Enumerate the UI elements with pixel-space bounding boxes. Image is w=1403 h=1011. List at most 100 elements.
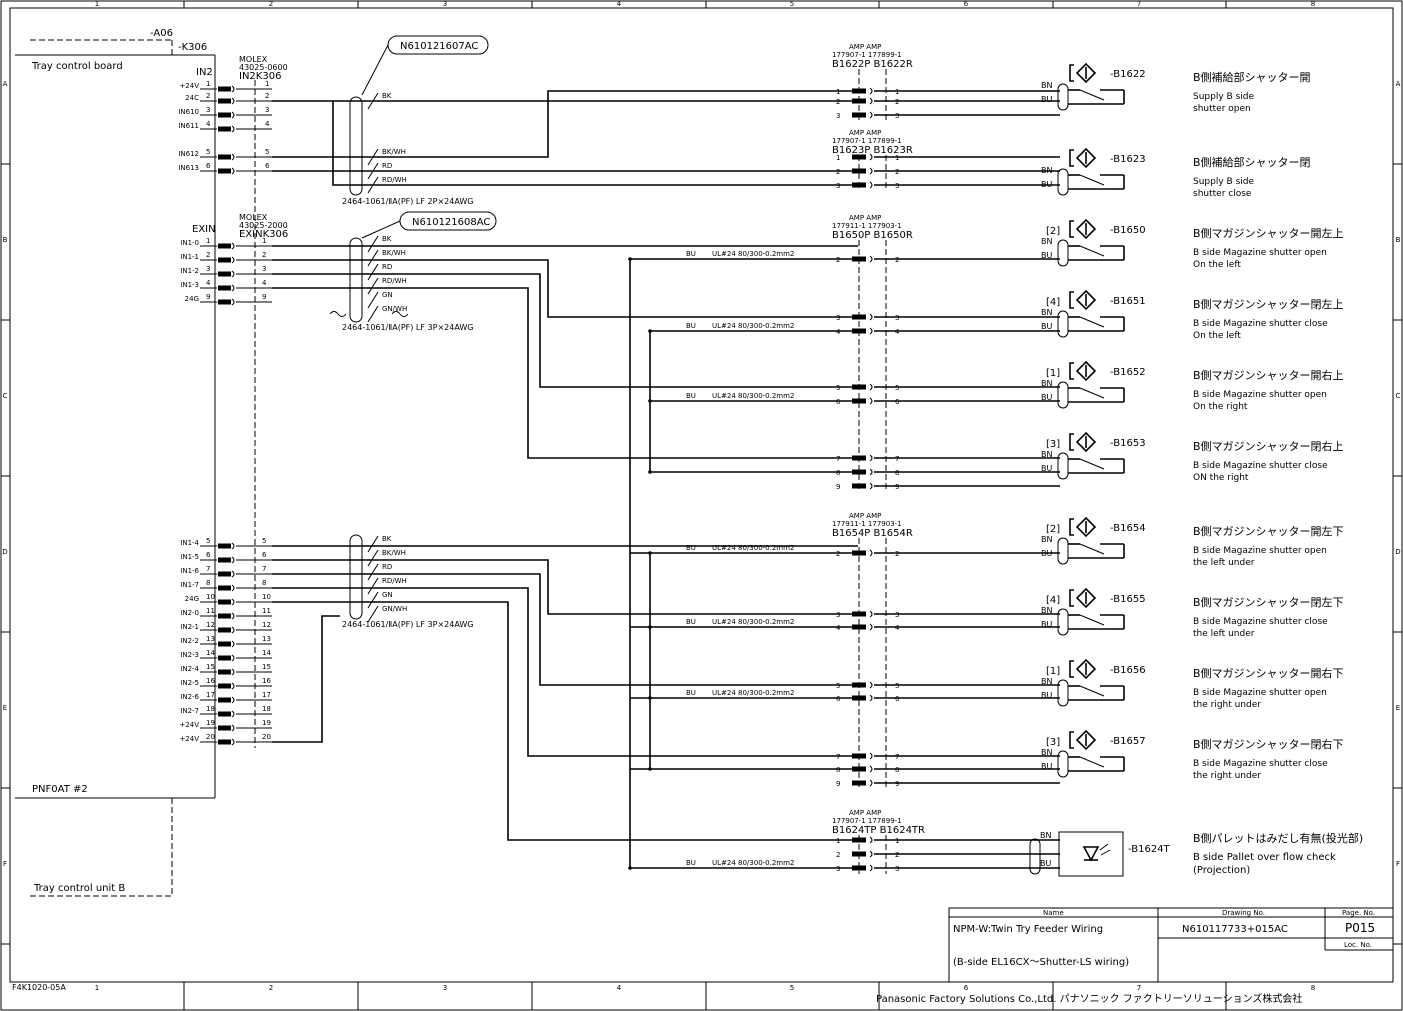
relay-pin-right: 3	[895, 112, 899, 120]
relay-pin-right: 3	[895, 314, 899, 322]
relay-pin-left: 3	[836, 112, 840, 120]
relay-pin-left: 7	[836, 455, 840, 463]
exin-pin-number-right: 16	[262, 677, 271, 685]
harness-bu-label: BU	[686, 689, 696, 697]
relay-ids: B1622P B1622R	[832, 59, 913, 70]
sensor-position: [2]	[1046, 226, 1060, 237]
cable-1-wire-color: BK/WH	[382, 148, 406, 156]
proximity-sensor-icon	[1075, 587, 1097, 609]
exin-pin-signal: +24V	[179, 721, 199, 729]
relay-parts: 177907-1 177899-1	[832, 137, 902, 145]
in2-pin-number-right: 2	[265, 92, 269, 100]
in2-pin-signal: IN610	[178, 108, 199, 116]
exin-pin-signal: IN2-1	[180, 623, 199, 631]
sensor-en-line2: ON the right	[1193, 473, 1249, 483]
in2-pin-signal: 24C	[185, 94, 199, 102]
cable-1-wire-color: BK	[382, 92, 392, 100]
relay-pin-right: 7	[895, 753, 899, 761]
in2-pin-signal: IN611	[178, 122, 199, 130]
harness-wire-spec: UL#24 80/300-0.2mm2	[712, 544, 794, 552]
tray-control-board: -A06 -K306 Tray control board PNF0AT #2 …	[15, 28, 216, 897]
proximity-sensor-icon	[1075, 729, 1097, 751]
exin-pin-number-right: 6	[262, 551, 267, 559]
in2-pin-number-right: 3	[265, 106, 269, 114]
row-label-right: E	[1396, 704, 1400, 712]
relay-pin-left: 9	[836, 483, 840, 491]
cable-callout-3: 2464-1061/ⅡA(PF) LF 3P×24AWG	[342, 534, 473, 629]
exin-pin-number-right: 9	[262, 293, 266, 301]
in2-pin-signal: +24V	[179, 82, 199, 90]
proximity-sensor-icon	[1075, 431, 1097, 453]
exin-pin-number: 18	[206, 705, 215, 713]
column-label-top: 2	[269, 0, 273, 8]
form-number: F4K1020-05A	[12, 983, 66, 992]
exin-pin-number-right: 10	[262, 593, 271, 601]
exin-pin-number: 10	[206, 593, 215, 601]
relay-pin-left: 2	[836, 550, 840, 558]
exin-pin-number: 16	[206, 677, 215, 685]
column-label-bottom: 6	[964, 984, 969, 992]
sensor-jp-name: B側マガジンシャッター閉左下	[1193, 596, 1344, 609]
relay-pin-left: 9	[836, 780, 840, 788]
sensor-ref: -B1656	[1110, 665, 1146, 676]
relay-pin-left: 7	[836, 753, 840, 761]
sensor-bu: BU	[1041, 691, 1052, 700]
exin-pin-number-right: 7	[262, 565, 266, 573]
sensor-en-line2: the right under	[1193, 700, 1261, 710]
in2-pin-number: 1	[206, 80, 210, 88]
exin-pin-number: 9	[206, 293, 210, 301]
relay-mfr: AMP AMP	[849, 129, 881, 137]
cable-1-spec: 2464-1061/ⅡA(PF) LF 2P×24AWG	[342, 197, 473, 206]
exin-pin-number-right: 18	[262, 705, 271, 713]
in2-pin-number-right: 1	[265, 80, 269, 88]
exin-pin-number-right: 4	[262, 279, 267, 287]
sensor-bn: BN	[1041, 450, 1052, 459]
exin-pin-signal: IN1-4	[180, 539, 199, 547]
relay-pin-left: 5	[836, 384, 840, 392]
exin-pin-signal: IN2-5	[180, 679, 199, 687]
relay-pin-right: 9	[895, 483, 899, 491]
sensor-en-line1: B side Magazine shutter open	[1193, 546, 1327, 556]
harness-bu-label: BU	[686, 250, 696, 258]
board-bottom-label: PNF0AT #2	[32, 784, 88, 795]
cable-1-wire-color: RD	[382, 162, 392, 170]
exin-pin-number: 20	[206, 733, 215, 741]
exin-name: EXIN	[192, 224, 216, 235]
sensor-ref: -B1652	[1110, 367, 1146, 378]
relay-ids: B1650P B1650R	[832, 230, 913, 241]
cable-3-wire-color: GN	[382, 591, 393, 599]
projector-jp: B側パレットはみだし有無(投光部)	[1193, 831, 1363, 845]
cable-1-wire-color: RD/WH	[382, 176, 407, 184]
relay-mfr: AMP AMP	[849, 809, 881, 817]
sensor-en-line1: B side Magazine shutter close	[1193, 319, 1328, 329]
tb-name-header: Name	[1043, 909, 1064, 917]
column-label-bottom: 4	[617, 984, 622, 992]
relay-pin-left: 6	[836, 695, 841, 703]
relay-pin-right: 3	[895, 611, 899, 619]
cable-3-wire-color: GN/WH	[382, 605, 407, 613]
exin-pin-number-right: 13	[262, 635, 271, 643]
board-name: Tray control board	[31, 61, 123, 72]
column-label-bottom: 7	[1137, 984, 1141, 992]
relay-pin-left: 2	[836, 98, 840, 106]
exin-part: 43025-2000	[239, 221, 288, 230]
exin-pin-signal: IN1-3	[180, 281, 199, 289]
row-label-left: B	[3, 236, 8, 244]
in2-pin-number: 5	[206, 148, 210, 156]
column-label-top: 6	[964, 0, 969, 8]
in2-pin-number-right: 4	[265, 120, 270, 128]
proximity-sensor-icon	[1075, 147, 1097, 169]
relay-parts: 177911-1 177903-1	[832, 520, 902, 528]
sensor-position: [1]	[1046, 666, 1060, 677]
harness-wire-spec: UL#24 80/300-0.2mm2	[712, 392, 794, 400]
sensor-jp-name: B側マガジンシャッター閉右下	[1193, 737, 1344, 751]
sensor-bn: BN	[1041, 535, 1052, 544]
cable-3-wire-color: RD	[382, 563, 392, 571]
exin-pin-number: 14	[206, 649, 215, 657]
tb-name-line2: (B-side EL16CX～Shutter-LS wiring)	[953, 957, 1129, 968]
